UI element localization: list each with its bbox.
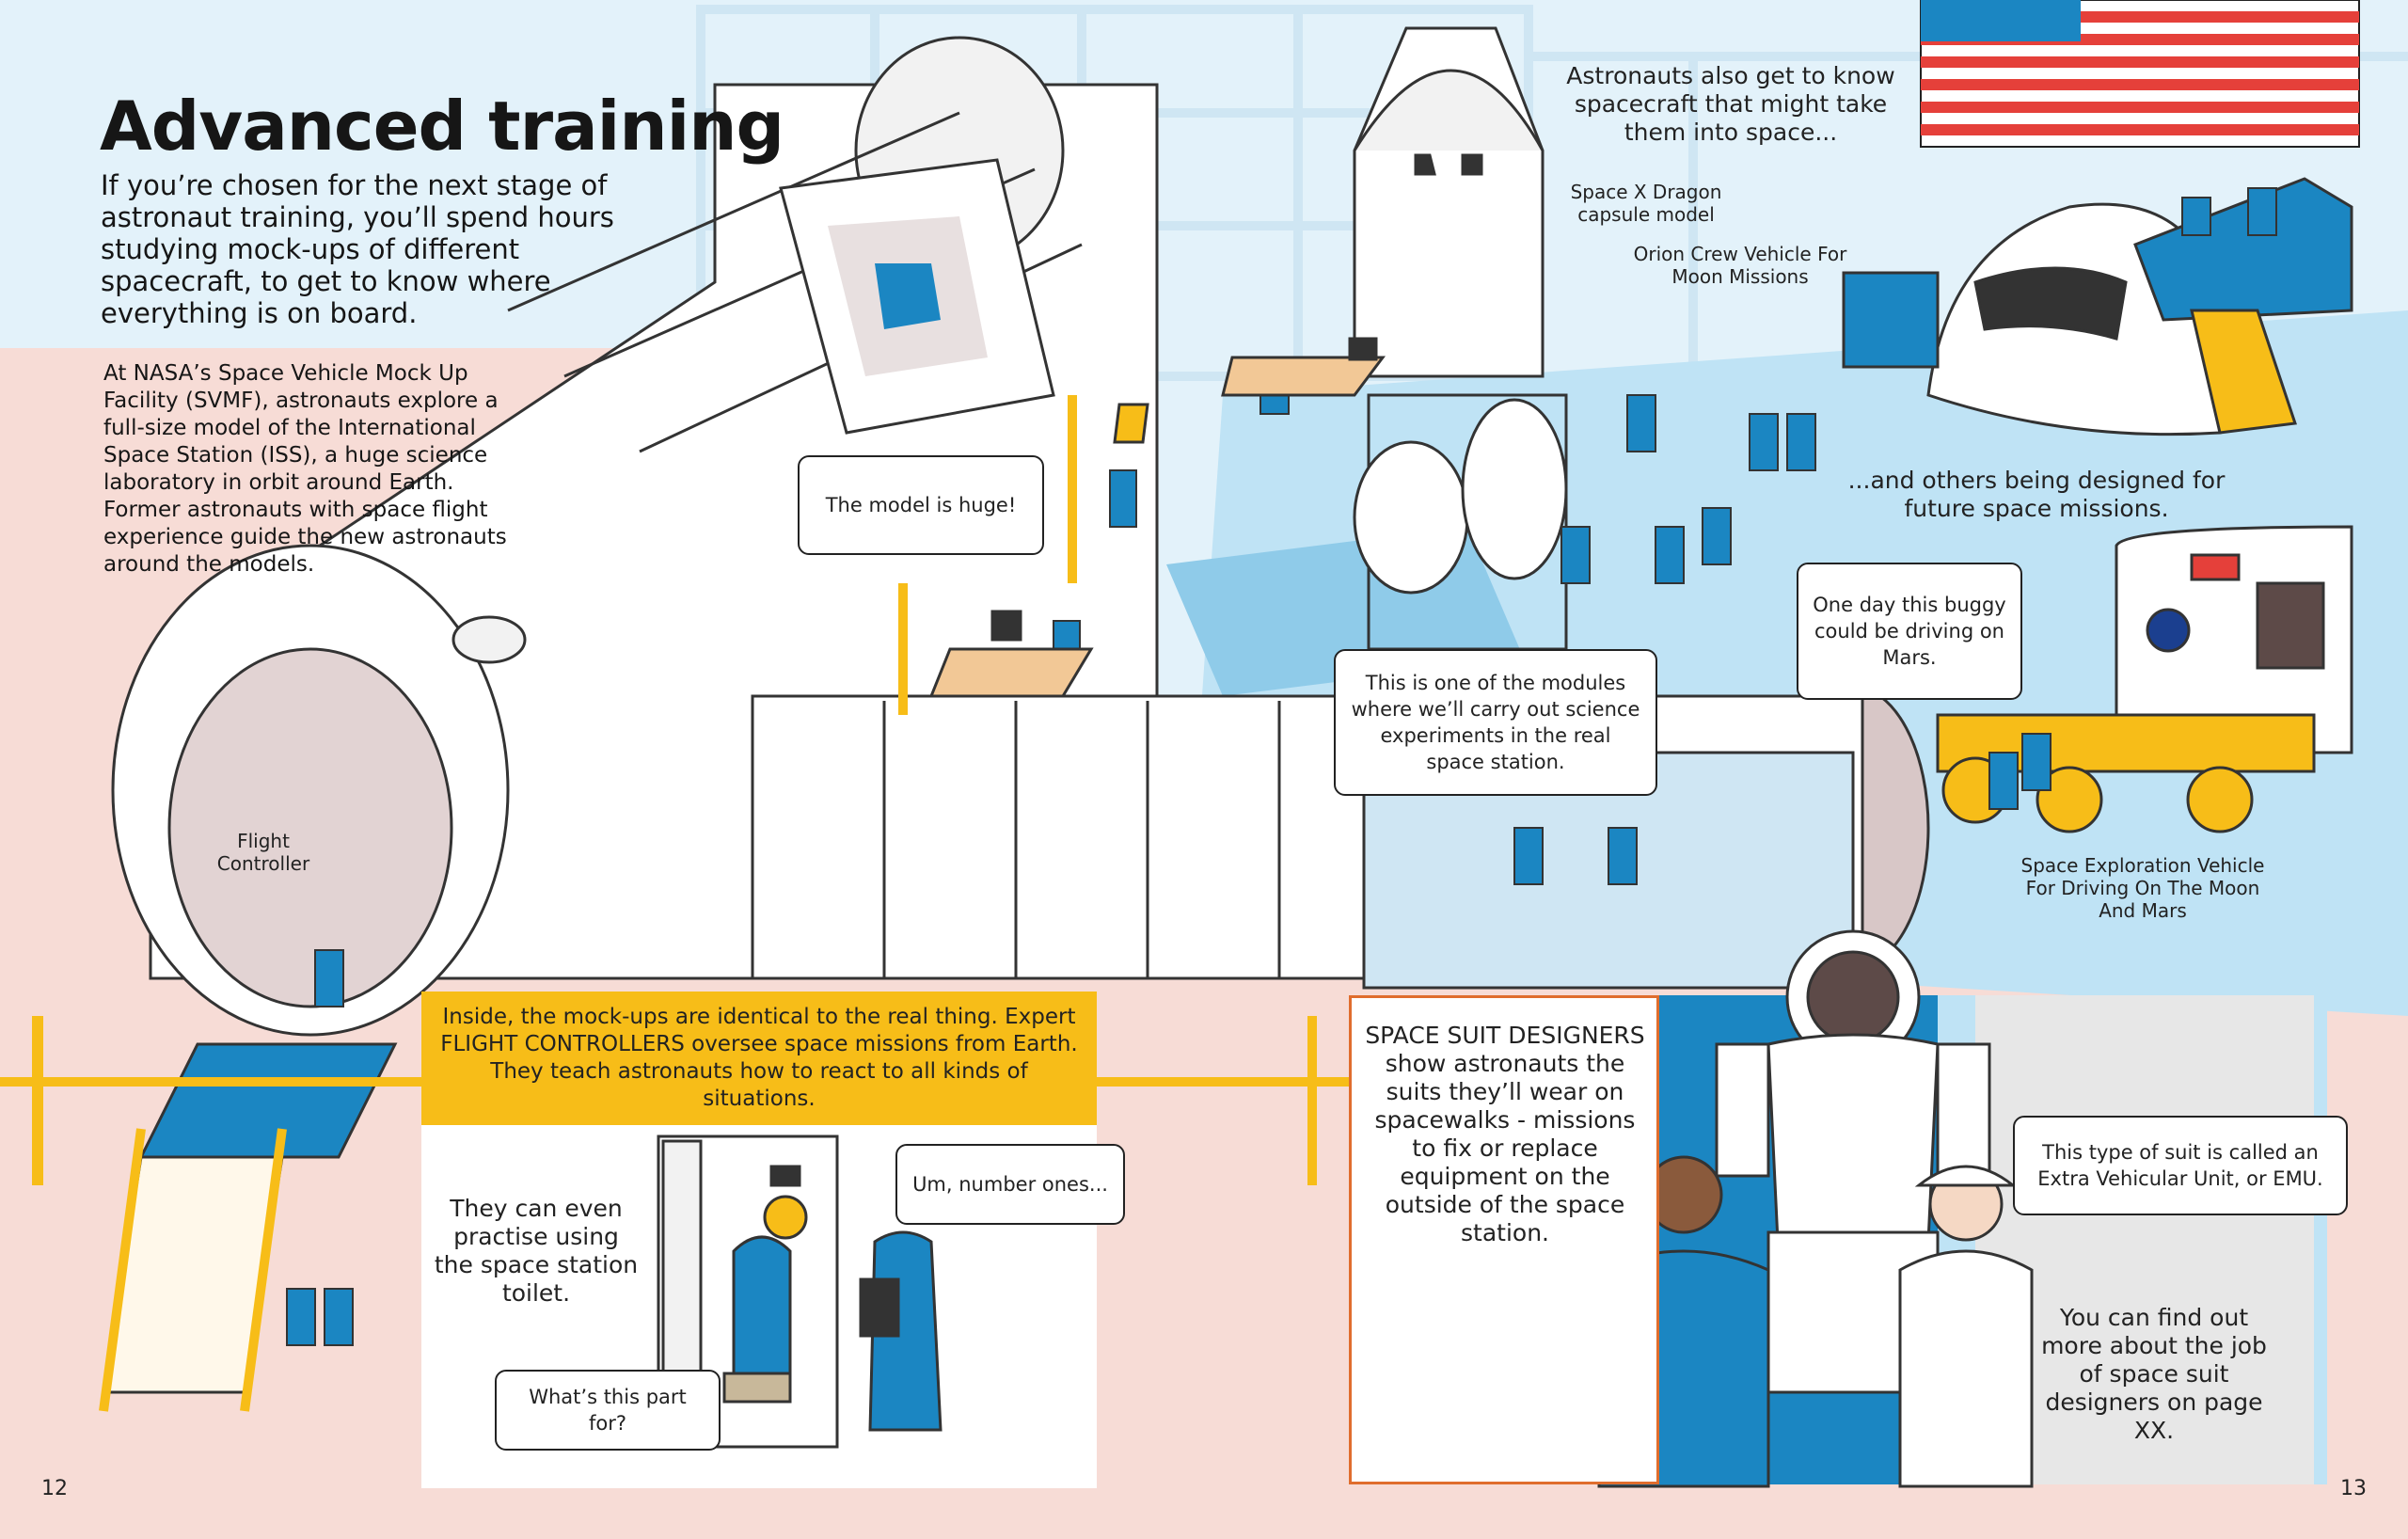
toilet-caption: They can even practise using the space s… bbox=[434, 1195, 639, 1307]
flight-controller-caption: Flight Controller bbox=[216, 830, 310, 875]
speech-bubble-number-ones: Um, number ones... bbox=[895, 1144, 1125, 1225]
speech-bubble-modules: This is one of the modules where we’ll c… bbox=[1334, 649, 1657, 796]
suit-designers-panel bbox=[1349, 995, 1659, 1484]
body-text: At NASA’s Space Vehicle Mock Up Facility… bbox=[103, 361, 507, 577]
us-flag-icon bbox=[1920, 0, 2360, 148]
page-title: Advanced training bbox=[100, 87, 784, 166]
intro-text: If you’re chosen for the next stage of a… bbox=[101, 169, 614, 329]
astronaut-figures bbox=[286, 187, 2277, 1346]
mockups-info-box: Inside, the mock-ups are identical to th… bbox=[421, 992, 1097, 1125]
page-number-right: 13 bbox=[2340, 1477, 2367, 1500]
dragon-caption: Space X Dragon capsule model bbox=[1570, 181, 1722, 226]
speech-bubble-model-huge: The model is huge! bbox=[798, 455, 1044, 555]
speech-bubble-buggy: One day this buggy could be driving on M… bbox=[1797, 563, 2022, 700]
speech-bubble-emu: This type of suit is called an Extra Veh… bbox=[2013, 1116, 2348, 1215]
orion-capsule bbox=[1842, 177, 2353, 436]
orion-caption: Orion Crew Vehicle For Moon Missions bbox=[1633, 243, 1847, 288]
desks bbox=[928, 337, 1386, 698]
dragon-capsule bbox=[1353, 26, 1568, 651]
exploration-vehicle-caption: Space Exploration Vehicle For Driving On… bbox=[2020, 854, 2265, 922]
nasa-logo-icon bbox=[2146, 608, 2191, 653]
future-caption: ...and others being designed for future … bbox=[1847, 467, 2226, 522]
spacecraft-intro-caption: Astronauts also get to know spacecraft t… bbox=[1566, 62, 1895, 146]
staircase bbox=[0, 1016, 602, 1412]
exploration-vehicle bbox=[1936, 525, 2353, 833]
toilet-scene bbox=[657, 1134, 943, 1449]
page-number-left: 12 bbox=[41, 1477, 68, 1500]
module-window bbox=[779, 158, 1055, 435]
suit-designers-text: SPACE SUIT DESIGNERS show astronauts the… bbox=[1365, 1022, 1645, 1246]
find-out-text: You can find out more about the job of s… bbox=[2041, 1304, 2267, 1444]
railing bbox=[898, 395, 1354, 1185]
speech-bubble-this-part: What’s this part for? bbox=[495, 1370, 721, 1451]
